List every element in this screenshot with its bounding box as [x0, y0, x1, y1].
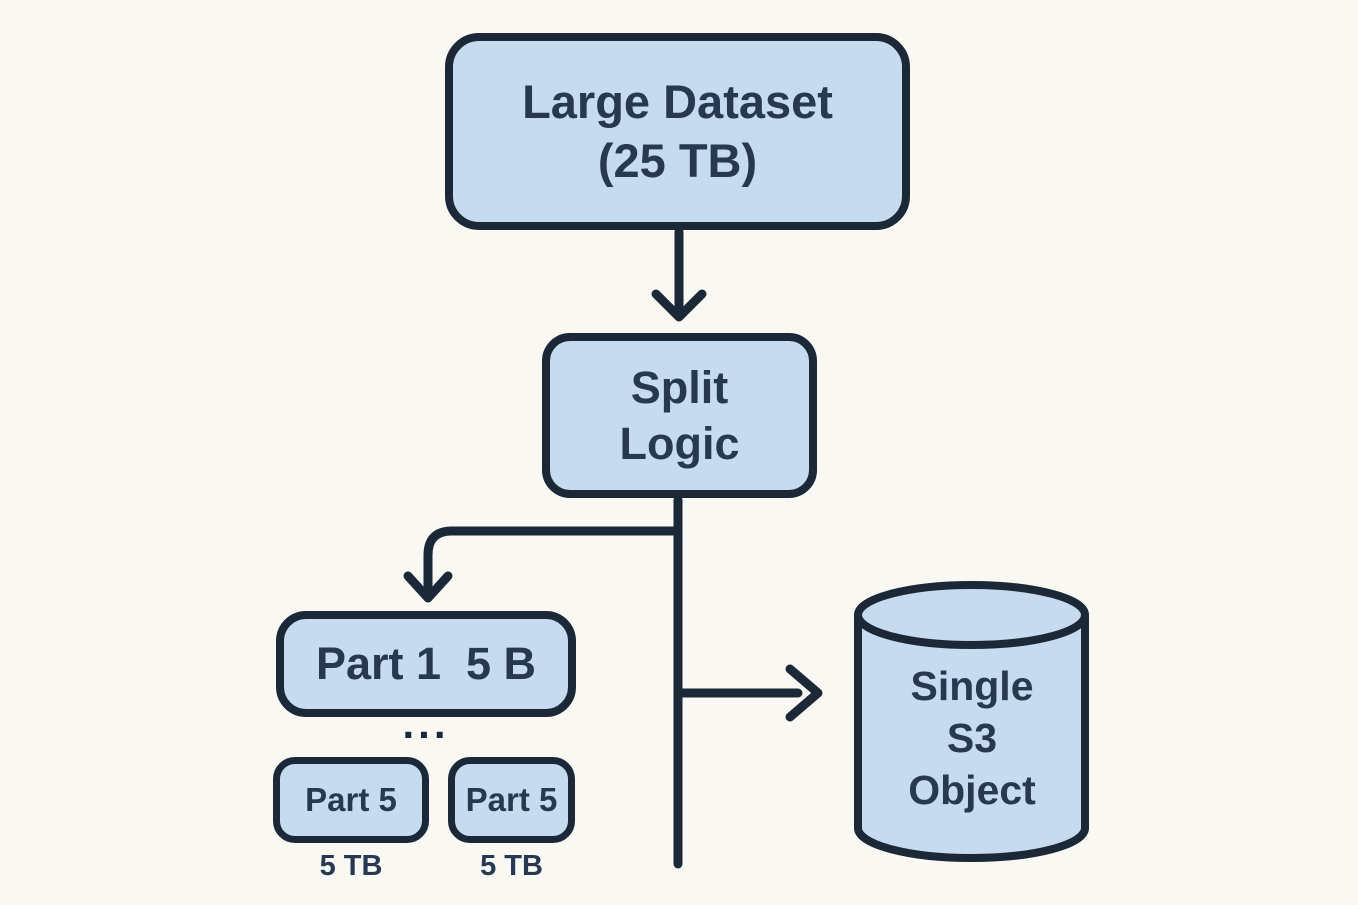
part-5-right-label: Part 5	[465, 780, 558, 818]
part-5-right-size-label: 5 TB	[480, 850, 543, 882]
ellipsis-dots: ...	[402, 700, 450, 747]
node-part-5-left: Part 5	[273, 757, 429, 843]
arrow-down-icon	[651, 289, 707, 322]
node-part-1: Part 1 5 B	[276, 611, 576, 717]
arrow-down-parts-icon	[403, 571, 453, 603]
split-logic-label-line2: Logic	[619, 417, 740, 469]
large-dataset-size: (25 TB)	[597, 133, 758, 187]
large-dataset-label: Large Dataset	[522, 75, 833, 129]
arrow-right-icon	[785, 664, 823, 722]
node-part-5-right: Part 5	[448, 757, 575, 843]
branch-to-parts-line	[423, 526, 683, 593]
cylinder-top	[854, 581, 1089, 649]
s3-label-line3: Object	[908, 767, 1036, 813]
node-split-logic: Split Logic	[542, 333, 817, 498]
split-logic-label-line1: Split	[630, 361, 729, 413]
part-5-left-label: Part 5	[305, 780, 397, 818]
s3-label-line2: S3	[946, 715, 998, 761]
node-large-dataset: Large Dataset (25 TB)	[445, 33, 910, 230]
part-1-label: Part 1 5 B	[315, 638, 537, 690]
s3-object-label: Single S3 Object	[858, 660, 1086, 816]
s3-label-line1: Single	[910, 663, 1034, 709]
part-5-left-size-label: 5 TB	[319, 850, 383, 882]
